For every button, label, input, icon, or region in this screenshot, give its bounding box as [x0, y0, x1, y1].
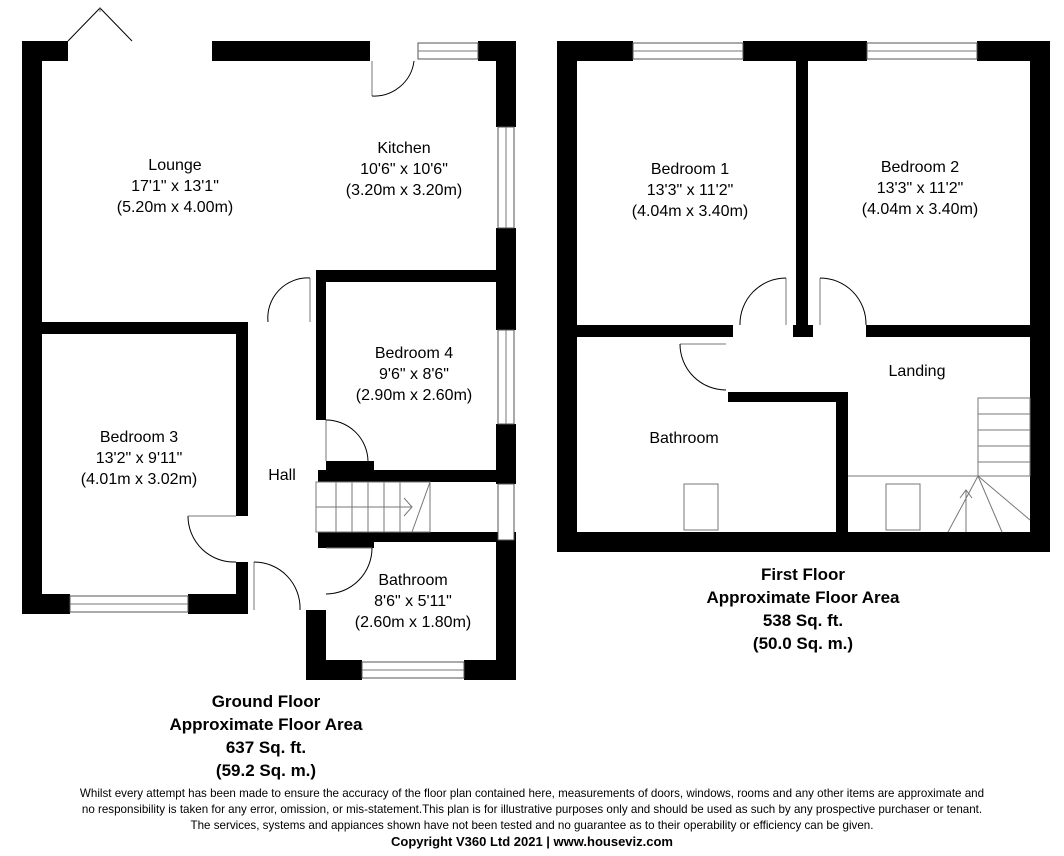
room-name-bedroom-4: Bedroom 4: [375, 345, 453, 362]
first-floor-room-labels: Bedroom 1 13'3" x 11'2" (4.04m x 3.40m) …: [632, 159, 978, 447]
room-name-bedroom-1: Bedroom 1: [651, 161, 729, 178]
ground-floor-doors: [67, 7, 415, 611]
ground-floor-title: Ground Floor: [211, 692, 321, 711]
first-floor-subtitle: Approximate Floor Area: [706, 588, 900, 607]
room-size-metric-bedroom-3: (4.01m x 3.02m): [81, 471, 197, 488]
room-name-kitchen: Kitchen: [377, 140, 430, 157]
first-floor-doors: [679, 277, 867, 391]
room-size-metric-lounge: (5.20m x 4.00m): [117, 199, 233, 216]
disclaimer-line-2: no responsibility is taken for any error…: [81, 803, 983, 816]
room-size-imperial-bedroom-2: 13'3" x 11'2": [877, 180, 964, 197]
first-floor-title: First Floor: [760, 565, 846, 584]
room-size-metric-bedroom-2: (4.04m x 3.40m): [862, 201, 978, 218]
first-floor-sqft: 538 Sq. ft.: [762, 611, 844, 630]
room-size-metric-bedroom-4: (2.90m x 2.60m): [356, 387, 472, 404]
first-floor-walls: [557, 41, 1050, 552]
room-size-metric-ground-bathroom: (2.60m x 1.80m): [355, 614, 471, 631]
ground-floor-sqft: 637 Sq. ft.: [225, 738, 307, 757]
first-floor-caption: First Floor Approximate Floor Area 538 S…: [653, 563, 953, 655]
room-name-ground-bathroom: Bathroom: [378, 572, 447, 589]
ground-floor-windows: [69, 42, 515, 679]
room-size-imperial-bedroom-4: 9'6" x 8'6": [379, 366, 449, 383]
first-floor-stairs: [683, 397, 1031, 533]
room-name-bedroom-3: Bedroom 3: [100, 429, 178, 446]
room-size-imperial-kitchen: 10'6" x 10'6": [360, 161, 448, 178]
disclaimer: Whilst every attempt has been made to en…: [0, 786, 1064, 850]
room-size-metric-bedroom-1: (4.04m x 3.40m): [632, 203, 748, 220]
ground-floor-stairs: [315, 481, 431, 533]
room-name-first-bathroom: Bathroom: [649, 430, 718, 447]
room-size-imperial-bedroom-1: 13'3" x 11'2": [647, 182, 734, 199]
ground-floor-sqm: (59.2 Sq. m.): [215, 761, 317, 780]
room-name-landing: Landing: [889, 363, 946, 380]
room-name-bedroom-2: Bedroom 2: [881, 159, 959, 176]
ground-floor-subtitle: Approximate Floor Area: [169, 715, 363, 734]
ground-floor-caption: Ground Floor Approximate Floor Area 637 …: [116, 690, 416, 782]
copyright-notice: Copyright V360 Ltd 2021 | www.houseviz.c…: [390, 834, 673, 849]
room-size-imperial-ground-bathroom: 8'6" x 5'11": [374, 593, 452, 610]
room-name-hall: Hall: [268, 467, 296, 484]
room-size-imperial-bedroom-3: 13'2" x 9'11": [96, 450, 183, 467]
disclaimer-line-3: The services, systems and appiances show…: [190, 819, 874, 832]
ground-floor-walls: [22, 41, 516, 680]
first-floor-windows: [632, 42, 978, 60]
ground-floor-room-labels: Lounge 17'1" x 13'1" (5.20m x 4.00m) Kit…: [81, 140, 472, 631]
room-name-lounge: Lounge: [148, 157, 201, 174]
first-floor-sqm: (50.0 Sq. m.): [752, 634, 854, 653]
room-size-metric-kitchen: (3.20m x 3.20m): [346, 182, 462, 199]
room-size-imperial-lounge: 17'1" x 13'1": [131, 178, 219, 195]
disclaimer-line-1: Whilst every attempt has been made to en…: [79, 787, 985, 800]
